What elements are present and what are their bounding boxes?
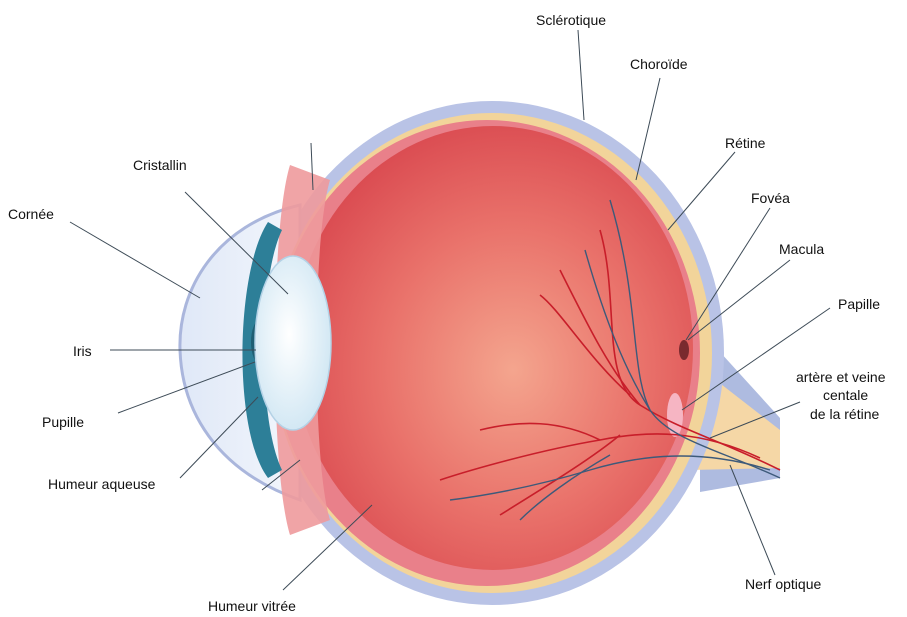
- label-humeur-aqueuse: Humeur aqueuse: [48, 476, 156, 492]
- label-macula: Macula: [779, 241, 824, 257]
- label-sclerotique: Sclérotique: [536, 12, 606, 28]
- label-artere-line1: artère et veine: [796, 369, 886, 385]
- label-cristallin: Cristallin: [133, 157, 187, 173]
- label-pupille: Pupille: [42, 414, 84, 430]
- label-nerf-optique: Nerf optique: [745, 576, 821, 592]
- label-cornee: Cornée: [8, 206, 54, 222]
- label-humeur-vitree: Humeur vitrée: [208, 598, 296, 614]
- label-choroide: Choroïde: [630, 56, 688, 72]
- fovea-spot: [679, 340, 689, 360]
- label-artere-line2: centale: [823, 387, 868, 403]
- label-retine: Rétine: [725, 135, 766, 151]
- vitreous-body: [293, 126, 693, 570]
- label-artere-line3: de la rétine: [810, 406, 879, 422]
- lens: [255, 256, 331, 430]
- papilla: [667, 393, 683, 437]
- label-papille: Papille: [838, 296, 880, 312]
- label-fovea: Fovéa: [751, 190, 790, 206]
- label-iris: Iris: [73, 343, 92, 359]
